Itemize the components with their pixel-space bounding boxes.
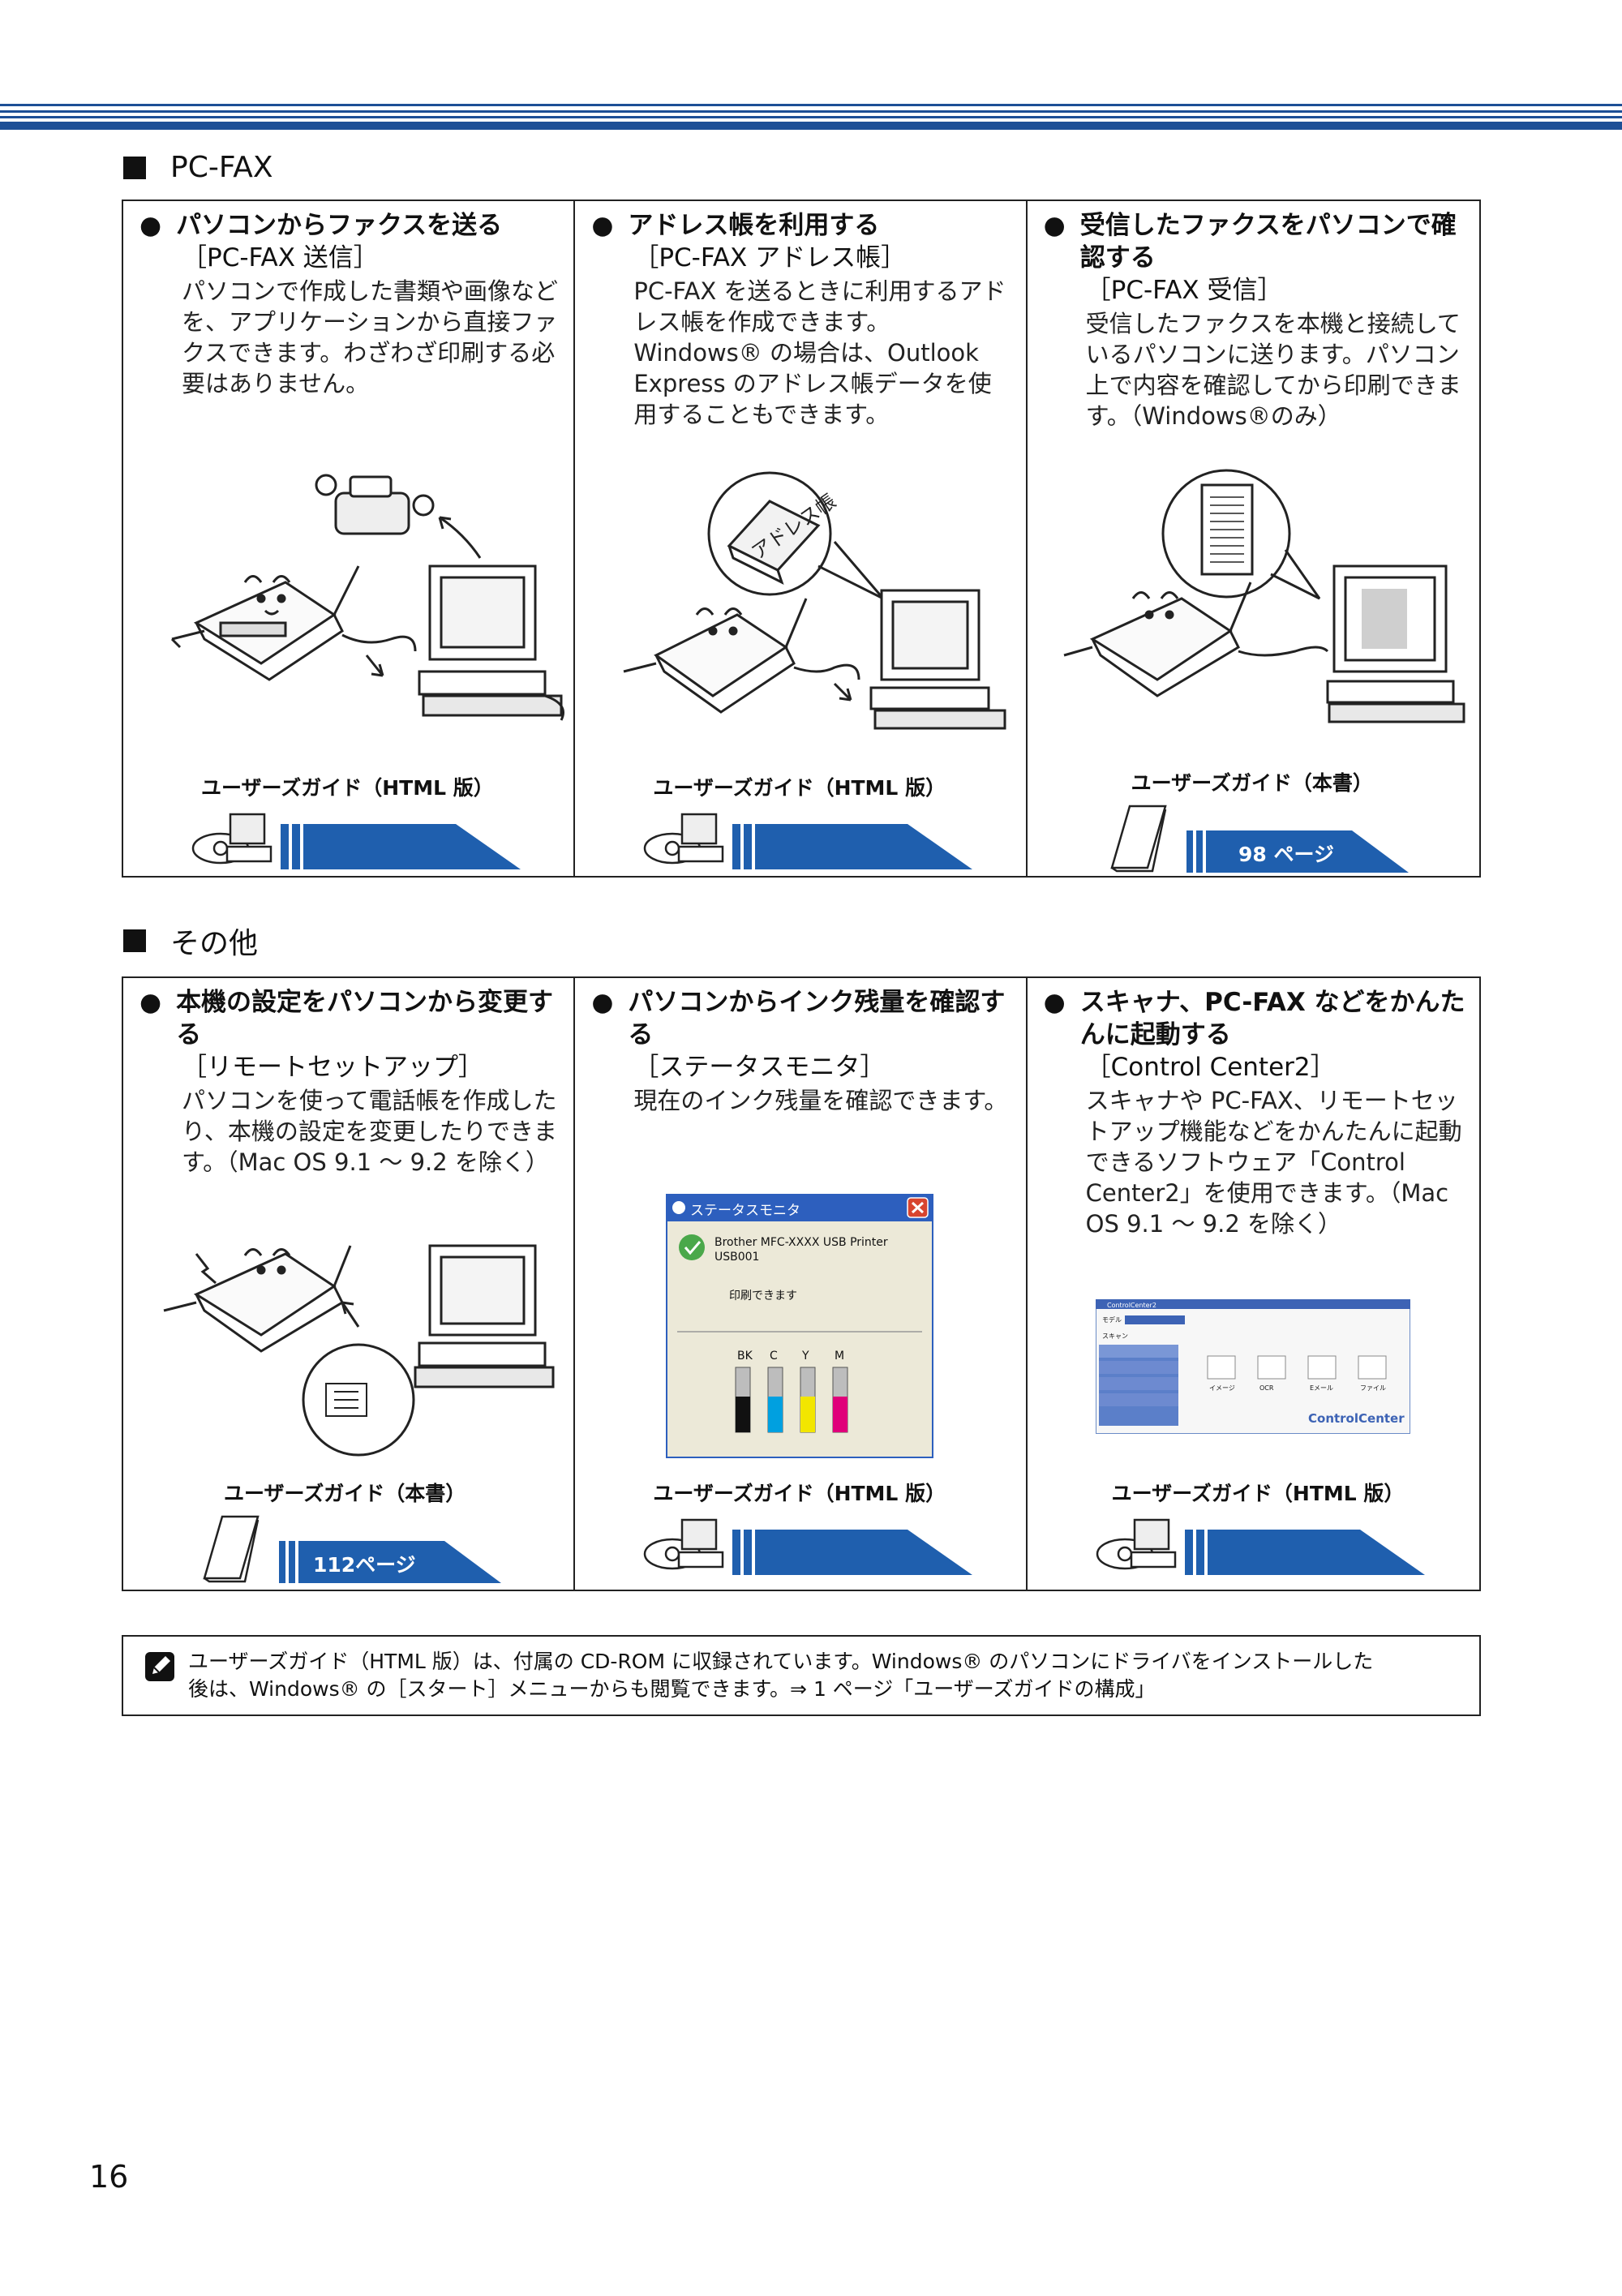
- feature-title: スキャナ、PC-FAX などをかんたんに起動する: [1079, 988, 1465, 1049]
- guide-reference: ユーザーズガイド（HTML 版）: [653, 776, 946, 800]
- page-reference-label: 112ページ: [313, 1553, 416, 1577]
- feature-cell-pcfax-receive: ● 受信したファクスをパソコンで確認する ［PC-FAX 受信］ 受信したファクス…: [1028, 201, 1479, 876]
- ink-level-fill: [800, 1397, 816, 1432]
- bullet-icon: ●: [139, 988, 162, 1017]
- cc-tab-label: スキャン: [1102, 1333, 1128, 1340]
- ink-label: BK: [737, 1350, 753, 1363]
- feature-description: パソコンを使って電話帳を作成したり、本機の設定を変更したりできます。（Mac O…: [182, 1087, 557, 1176]
- feature-cell-pcfax-send: ● パソコンからファクスを送る ［PC-FAX 送信］ パソコンで作成した書類や画…: [123, 201, 576, 876]
- feature-description: 現在のインク残量を確認できます。: [633, 1087, 1008, 1114]
- bullet-icon: ●: [1043, 211, 1066, 240]
- feature-cell-status-monitor: ● パソコンからインク残量を確認する ［ステータスモニタ］ 現在のインク残量を確認…: [575, 978, 1028, 1590]
- feature-title: 受信したファクスをパソコンで確認する: [1079, 211, 1457, 273]
- feature-cell-pcfax-addressbook: ● アドレス帳を利用する ［PC-FAX アドレス帳］ PC-FAX を送るときに…: [575, 201, 1028, 876]
- bullet-icon: ●: [139, 211, 162, 240]
- cc-function-label: Eメール: [1310, 1384, 1333, 1392]
- section-title: その他: [170, 927, 259, 960]
- cc-function-button[interactable]: [1307, 1355, 1337, 1380]
- guide-reference: ユーザーズガイド（本書）: [224, 1482, 466, 1505]
- cc-function-label: OCR: [1259, 1384, 1274, 1392]
- html-guide-link-graphic[interactable]: [640, 806, 997, 871]
- printer-status-text: 印刷できます: [729, 1290, 797, 1302]
- printer-name: Brother MFC-XXXX USB Printer: [714, 1236, 888, 1249]
- page-reference-label: 98 ページ: [1238, 843, 1334, 866]
- cc-function-button[interactable]: [1207, 1355, 1236, 1380]
- note-box: ユーザーズガイド（HTML 版）は、付属の CD-ROM に収録されています。W…: [122, 1635, 1481, 1716]
- ink-level-bars: BK C Y M: [735, 1350, 848, 1433]
- feature-cell-control-center: ● スキャナ、PC-FAX などをかんたんに起動する ［Control Cente…: [1028, 978, 1479, 1590]
- feature-subtitle: ［Control Center2］: [1085, 1053, 1336, 1082]
- feature-subtitle: ［PC-FAX 送信］: [182, 243, 379, 273]
- html-guide-link-graphic[interactable]: [640, 1512, 997, 1577]
- ink-level-fill: [768, 1397, 783, 1432]
- guide-reference: ユーザーズガイド（本書）: [1131, 771, 1373, 795]
- pcfax-feature-grid: ● パソコンからファクスを送る ［PC-FAX 送信］ パソコンで作成した書類や画…: [122, 200, 1481, 878]
- feature-title: パソコンからファクスを送る: [176, 211, 503, 240]
- cc-model-label: モデル: [1102, 1315, 1122, 1324]
- cc-function-label: イメージ: [1209, 1384, 1235, 1392]
- guide-reference: ユーザーズガイド（HTML 版）: [201, 776, 494, 800]
- html-guide-link-graphic[interactable]: [188, 806, 545, 871]
- cc-brand-logo: ControlCenter: [1308, 1411, 1405, 1426]
- feature-description: パソコンで作成した書類や画像などを、アプリケーションから直接ファクスできます。わ…: [182, 277, 559, 397]
- fax-receive-illustration: [1063, 469, 1465, 723]
- bullet-icon: ●: [591, 211, 614, 240]
- other-feature-grid: ● 本機の設定をパソコンから変更する ［リモートセットアップ］ パソコンを使って電…: [122, 976, 1481, 1591]
- bullet-icon: ●: [1043, 988, 1066, 1017]
- feature-title: 本機の設定をパソコンから変更する: [176, 988, 554, 1049]
- book-guide-link-graphic[interactable]: 112ページ: [201, 1508, 558, 1585]
- ink-label: Y: [801, 1350, 809, 1363]
- memo-pencil-icon: [145, 1652, 174, 1681]
- bullet-icon: ●: [591, 988, 614, 1017]
- feature-cell-remote-setup: ● 本機の設定をパソコンから変更する ［リモートセットアップ］ パソコンを使って電…: [123, 978, 576, 1590]
- page-number: 16: [89, 2159, 129, 2195]
- address-book-illustration: アドレス帳: [623, 471, 1006, 730]
- note-line-2: 後は、Windows® の［スタート］メニューからも閲覧できます。⇒ 1 ページ…: [188, 1677, 1156, 1701]
- feature-description: PC-FAX を送るときに利用するアドレス帳を作成できます。Windows® の…: [633, 277, 1006, 428]
- header-rule: [0, 104, 1622, 130]
- guide-reference: ユーザーズガイド（HTML 版）: [1111, 1482, 1405, 1505]
- cc-function-button[interactable]: [1257, 1355, 1286, 1380]
- section-heading-other: その他: [123, 920, 258, 962]
- section-heading-pcfax: PC-FAX: [123, 151, 273, 184]
- feature-subtitle: ［ステータスモニタ］: [633, 1053, 886, 1082]
- cc-window-title: ControlCenter2: [1107, 1302, 1156, 1309]
- feature-subtitle: ［リモートセットアップ］: [182, 1053, 483, 1082]
- ink-label: C: [770, 1350, 778, 1363]
- status-monitor-screenshot: ステータスモニタ Brother MFC-XXXX USB Printer US…: [666, 1194, 934, 1458]
- remote-setup-illustration: [163, 1244, 555, 1457]
- square-bullet-icon: [123, 156, 146, 179]
- feature-subtitle: ［PC-FAX アドレス帳］: [633, 243, 907, 273]
- cc-function-button[interactable]: [1358, 1355, 1387, 1380]
- note-line-1: ユーザーズガイド（HTML 版）は、付属の CD-ROM に収録されています。W…: [188, 1650, 1374, 1673]
- html-guide-link-graphic[interactable]: [1092, 1512, 1449, 1577]
- feature-title: アドレス帳を利用する: [628, 211, 880, 240]
- cc-function-buttons: イメージ OCR Eメール ファイル: [1207, 1355, 1387, 1392]
- ink-level-fill: [833, 1397, 848, 1432]
- feature-subtitle: ［PC-FAX 受信］: [1085, 276, 1283, 305]
- ink-level-fill: [736, 1397, 751, 1432]
- status-ok-icon: [679, 1234, 706, 1260]
- guide-reference: ユーザーズガイド（HTML 版）: [653, 1482, 946, 1505]
- feature-description: スキャナや PC-FAX、リモートセットアップ機能などをかんたんに起動できるソフ…: [1085, 1087, 1462, 1238]
- feature-title: パソコンからインク残量を確認する: [628, 988, 1006, 1049]
- section-title: PC-FAX: [170, 151, 273, 184]
- cc-function-label: ファイル: [1360, 1384, 1386, 1392]
- fax-send-illustration: [170, 474, 564, 721]
- square-bullet-icon: [123, 929, 146, 952]
- feature-description: 受信したファクスを本機と接続しているパソコンに送ります。パソコン上で内容を確認し…: [1085, 310, 1461, 430]
- book-guide-link-graphic[interactable]: 98 ページ: [1109, 798, 1465, 874]
- monitor-window-title: ステータスモニタ: [690, 1203, 800, 1219]
- printer-port: USB001: [714, 1251, 759, 1264]
- ink-label: M: [835, 1350, 844, 1363]
